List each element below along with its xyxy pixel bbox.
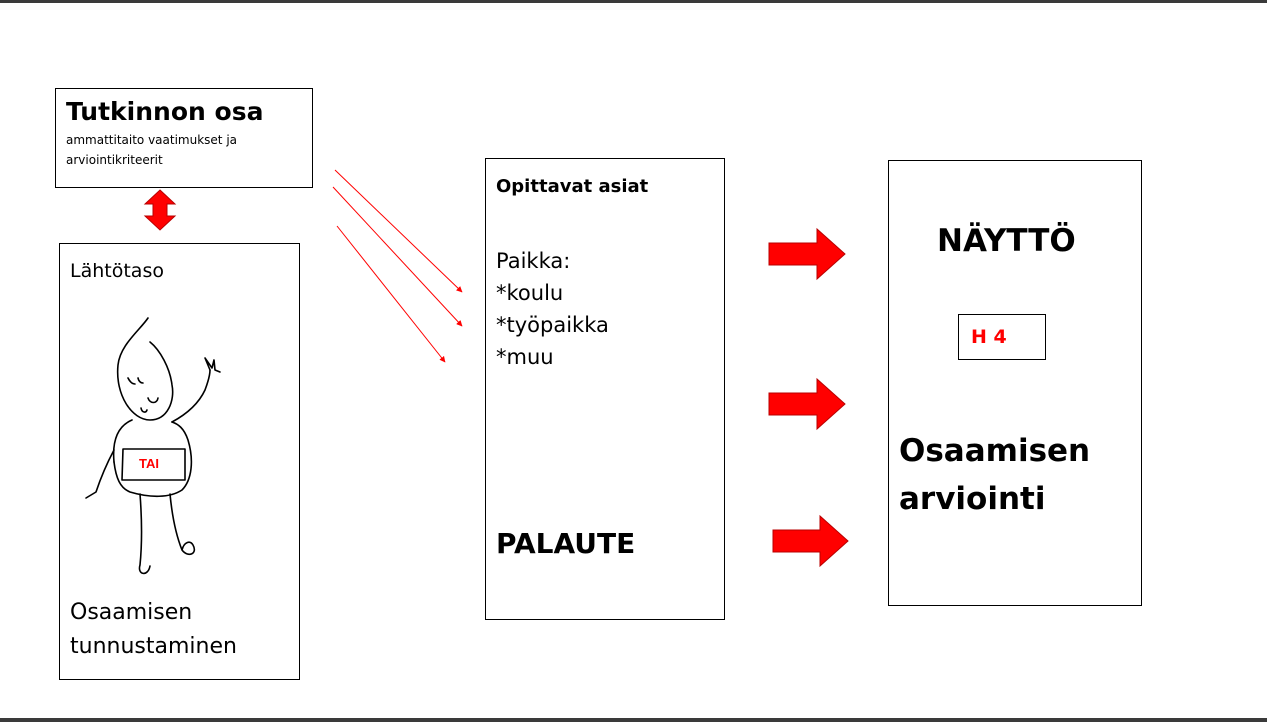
lahtotaso-box: Lähtötaso Osaamisen tunnustaminen — [59, 243, 300, 680]
tai-badge-bg — [127, 453, 171, 473]
osaamisen-arviointi-text: Osaamisen arviointi — [899, 427, 1090, 523]
arviointi-line2: arviointi — [899, 481, 1046, 517]
thin-arrow-2 — [332, 186, 463, 327]
place-item-muu: *muu — [496, 345, 554, 369]
block-arrow-3 — [772, 514, 849, 568]
top-border — [0, 0, 1267, 3]
tunnustaminen-line2: tunnustaminen — [70, 634, 237, 659]
tunnustaminen-line1: Osaamisen — [70, 600, 193, 625]
naytto-box: NÄYTTÖ H 4 Osaamisen arviointi — [888, 160, 1142, 606]
tutkinnon-osa-title: Tutkinnon osa — [66, 97, 264, 126]
place-label: Paikka: — [496, 249, 571, 273]
stick-figure-drawing — [85, 317, 221, 575]
place-item-tyopaikka: *työpaikka — [496, 313, 609, 337]
naytto-title: NÄYTTÖ — [937, 223, 1076, 259]
block-arrow-2 — [768, 377, 846, 431]
tai-badge-text: TAI — [139, 456, 159, 471]
tutkinnon-osa-box: Tutkinnon osa ammattitaito vaatimukset j… — [55, 88, 313, 188]
thin-arrow-3 — [336, 225, 446, 363]
grade-box: H 4 — [958, 314, 1046, 360]
opittavat-asiat-title: Opittavat asiat — [496, 176, 649, 197]
opittavat-asiat-box: Opittavat asiat Paikka: *koulu *työpaikk… — [485, 158, 725, 620]
bottom-border — [0, 718, 1267, 722]
osaamisen-tunnustaminen-text: Osaamisen tunnustaminen — [70, 596, 237, 664]
tutkinnon-osa-subtitle: ammattitaito vaatimukset ja arviointikri… — [66, 133, 238, 167]
block-arrow-1 — [768, 227, 846, 281]
arviointi-line1: Osaamisen — [899, 433, 1091, 469]
place-item-koulu: *koulu — [496, 281, 564, 305]
thin-arrow-1 — [334, 169, 463, 293]
double-arrow-icon — [143, 189, 177, 231]
places-list: Paikka: *koulu *työpaikka *muu — [496, 245, 714, 373]
palaute-text: PALAUTE — [496, 527, 636, 560]
lahtotaso-label: Lähtötaso — [70, 260, 164, 282]
